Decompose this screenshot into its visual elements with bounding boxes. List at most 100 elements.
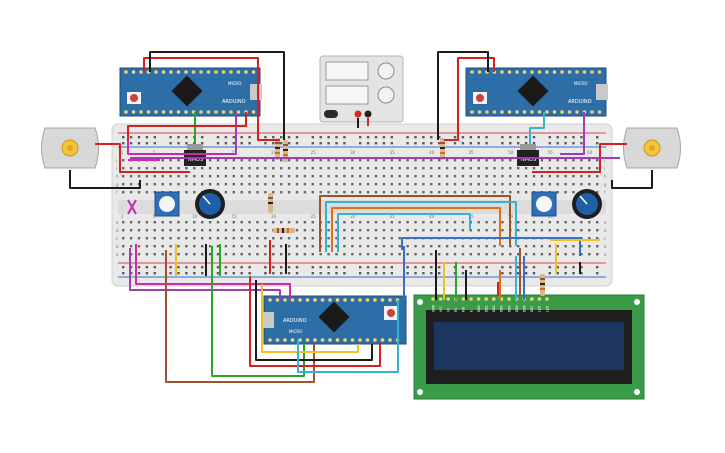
column-number: 10	[192, 214, 198, 219]
arduino-micro-right[interactable]: ARDUINO MICRO	[465, 67, 608, 117]
column-number: 1	[121, 150, 124, 155]
wire[interactable]	[611, 170, 653, 189]
wire[interactable]	[249, 276, 381, 367]
wire[interactable]	[143, 57, 280, 141]
microcontroller-chip	[318, 301, 350, 333]
wire[interactable]	[127, 112, 247, 146]
wire[interactable]	[529, 112, 545, 144]
trimmer-potentiometer-right[interactable]	[531, 191, 557, 217]
column-number: 5	[153, 214, 156, 219]
wire[interactable]	[95, 143, 190, 173]
resistor-vertical-3[interactable]	[440, 138, 445, 160]
arduino-micro-left[interactable]: ARDUINO MICRO	[119, 67, 262, 117]
positive-terminal[interactable]	[354, 110, 362, 118]
resistor-vertical-2[interactable]	[283, 140, 288, 162]
column-number: 1	[121, 214, 124, 219]
breadboard-holes	[122, 136, 599, 275]
column-number: 25	[311, 150, 317, 155]
row-letter: h	[116, 174, 119, 179]
row-letter: a	[604, 252, 607, 257]
dc-motor-right[interactable]	[623, 127, 681, 169]
arduino-center-pin-headers	[268, 298, 400, 342]
lcd-pin-label: RS	[454, 308, 458, 312]
row-letter: e	[116, 220, 119, 225]
transistor-label: NMOS	[188, 157, 203, 163]
rotary-potentiometer-right[interactable]	[572, 189, 602, 219]
column-number: 60	[587, 150, 593, 155]
microcontroller-chip	[171, 75, 203, 107]
wire[interactable]	[165, 250, 315, 383]
wire[interactable]	[319, 195, 511, 252]
column-number: 45	[469, 150, 475, 155]
wire[interactable]	[297, 300, 399, 373]
wire[interactable]	[444, 57, 495, 141]
row-letter: f	[116, 190, 118, 195]
lcd-screen	[434, 322, 624, 370]
lcd-pin-label: E	[469, 310, 473, 312]
column-number: 40	[429, 150, 435, 155]
lcd-pin-label: GND	[431, 304, 435, 312]
wire[interactable]	[331, 207, 501, 252]
resistor-vertical-4[interactable]	[268, 193, 273, 213]
wire[interactable]	[149, 51, 285, 140]
dc-motor-left[interactable]	[41, 127, 99, 169]
current-knob[interactable]	[377, 86, 395, 104]
trimmer-potentiometer-left[interactable]	[154, 191, 180, 217]
row-letter: h	[604, 174, 607, 179]
wire[interactable]	[69, 170, 141, 189]
column-number: 30	[350, 150, 356, 155]
wire[interactable]	[255, 280, 373, 361]
lcd-pin-label: DB5	[515, 305, 519, 312]
transistor-label: NMOS	[521, 157, 536, 163]
breadboard-column-numbers: 1155101015152020252530303535404045455050…	[121, 150, 593, 219]
voltage-knob[interactable]	[377, 62, 395, 80]
resistor-vertical-1[interactable]	[275, 138, 280, 160]
column-number: 30	[350, 214, 356, 219]
wire[interactable]	[127, 199, 137, 215]
column-number: 15	[232, 150, 238, 155]
column-number: 20	[271, 150, 277, 155]
negative-terminal[interactable]	[364, 110, 372, 118]
resistor-horizontal[interactable]	[273, 228, 295, 233]
row-letter: a	[116, 252, 119, 257]
lcd-pin-label: DB1	[485, 305, 489, 312]
usb-port	[250, 84, 262, 100]
arduino-model: MICRO	[228, 81, 241, 86]
wire[interactable]	[325, 201, 517, 252]
wire[interactable]	[127, 140, 220, 155]
lcd-pin-label: LED	[538, 305, 542, 312]
row-letter: j	[603, 158, 605, 163]
lcd-pin-label: DB0	[477, 305, 481, 312]
lcd-pin-label: VCC	[439, 305, 443, 312]
wire[interactable]	[261, 284, 359, 353]
usb-port	[262, 312, 274, 328]
arduino-model: MICRO	[289, 329, 302, 334]
row-letter: f	[604, 190, 606, 195]
power-supply[interactable]	[319, 55, 404, 123]
wire[interactable]	[560, 112, 585, 155]
lcd-pin-label: DB7	[530, 305, 534, 312]
wire[interactable]	[437, 51, 489, 140]
wire[interactable]	[337, 213, 471, 252]
voltage-display	[325, 61, 369, 81]
rotary-potentiometer-left[interactable]	[195, 189, 225, 219]
wire[interactable]	[401, 237, 581, 256]
nmos-transistor-right[interactable]: NMOS	[517, 144, 539, 166]
current-display	[325, 85, 369, 105]
column-number: 25	[311, 214, 317, 219]
row-letter: c	[116, 236, 118, 241]
lcd-pin-label: LED	[545, 305, 549, 312]
arduino-micro-center[interactable]: ARDUINO MICRO	[262, 295, 407, 345]
column-number: 35	[390, 150, 396, 155]
row-letter: c	[604, 236, 606, 241]
wire[interactable]	[129, 248, 281, 300]
usb-port	[596, 84, 608, 100]
power-switch[interactable]	[324, 110, 338, 118]
arduino-model: MICRO	[574, 81, 587, 86]
resistor-lcd-backlight[interactable]	[540, 274, 545, 296]
row-letter: d	[116, 228, 119, 233]
